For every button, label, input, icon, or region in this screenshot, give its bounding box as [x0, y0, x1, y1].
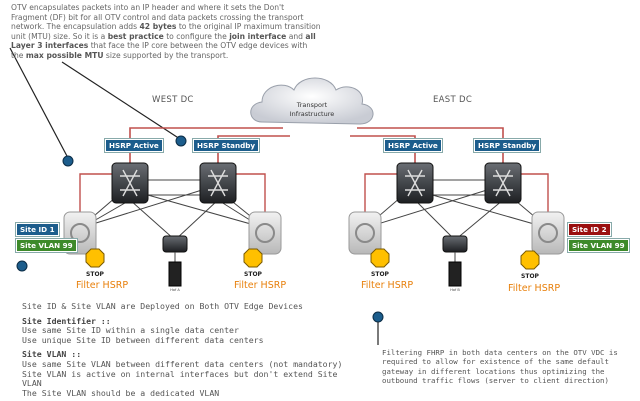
west-core-switch-right	[199, 162, 237, 204]
callout-dot	[175, 135, 187, 147]
east-hsrp-standby-badge: HSRP Standby	[474, 139, 541, 152]
transport-links	[129, 127, 504, 165]
east-site-vlan-badge: Site VLAN 99	[568, 239, 629, 252]
site-notes: Site ID & Site VLAN are Deployed on Both…	[22, 301, 343, 398]
stop-sign-icon: STOP	[520, 250, 540, 280]
callout-dot	[62, 155, 74, 167]
callout-dot	[372, 311, 384, 323]
east-access-switch	[442, 235, 468, 287]
west-hsrp-standby-badge: HSRP Standby	[193, 139, 260, 152]
west-access-switch	[162, 235, 188, 287]
svg-text:STOP: STOP	[86, 271, 105, 278]
west-mesh	[79, 179, 266, 241]
west-otv-edge-right	[248, 211, 282, 255]
cloud-label: Infrastructure	[290, 110, 334, 118]
east-otv-edge-left	[348, 211, 382, 255]
east-hsrp-active-badge: HSRP Active	[384, 139, 442, 152]
callout-pointer-line	[61, 61, 181, 140]
transport-cloud	[250, 77, 374, 125]
west-site-vlan-badge: Site VLAN 99	[16, 239, 77, 252]
east-site-id-badge: Site ID 2	[568, 223, 611, 236]
server-label: Hof B	[450, 288, 460, 292]
west-hsrp-active-badge: HSRP Active	[105, 139, 163, 152]
mtu-callout-text: OTV encapsulates packets into an IP head…	[11, 3, 321, 60]
west-site-id-badge: Site ID 1	[16, 223, 59, 236]
svg-text:STOP: STOP	[521, 273, 540, 280]
east-otv-edge-right	[531, 211, 565, 255]
west-filter-hsrp-left: Filter HSRP	[76, 280, 129, 291]
east-core-switch-right	[484, 162, 522, 204]
east-core-switch-left	[396, 162, 434, 204]
west-core-switch-left	[111, 162, 149, 204]
stop-sign-icon: STOP	[370, 248, 390, 278]
fhrp-notes: Filtering FHRP in both data centers on t…	[382, 348, 618, 386]
east-red-links	[364, 173, 549, 218]
west-dc-title: WEST DC	[152, 95, 194, 105]
stop-sign-icon: STOP	[243, 248, 263, 278]
callout-pointer-line	[9, 47, 69, 159]
cloud-label: Transport	[296, 101, 328, 109]
west-filter-hsrp-right: Filter HSRP	[234, 280, 287, 291]
east-filter-hsrp-right: Filter HSRP	[508, 283, 561, 294]
callout-dot	[16, 260, 28, 272]
stop-sign-icon: STOP	[85, 248, 105, 278]
server-label: Hof A	[170, 288, 180, 292]
west-red-links	[79, 173, 266, 218]
svg-text:STOP: STOP	[371, 271, 390, 278]
svg-text:STOP: STOP	[244, 271, 263, 278]
east-dc-title: EAST DC	[433, 95, 473, 105]
east-filter-hsrp-left: Filter HSRP	[361, 280, 414, 291]
